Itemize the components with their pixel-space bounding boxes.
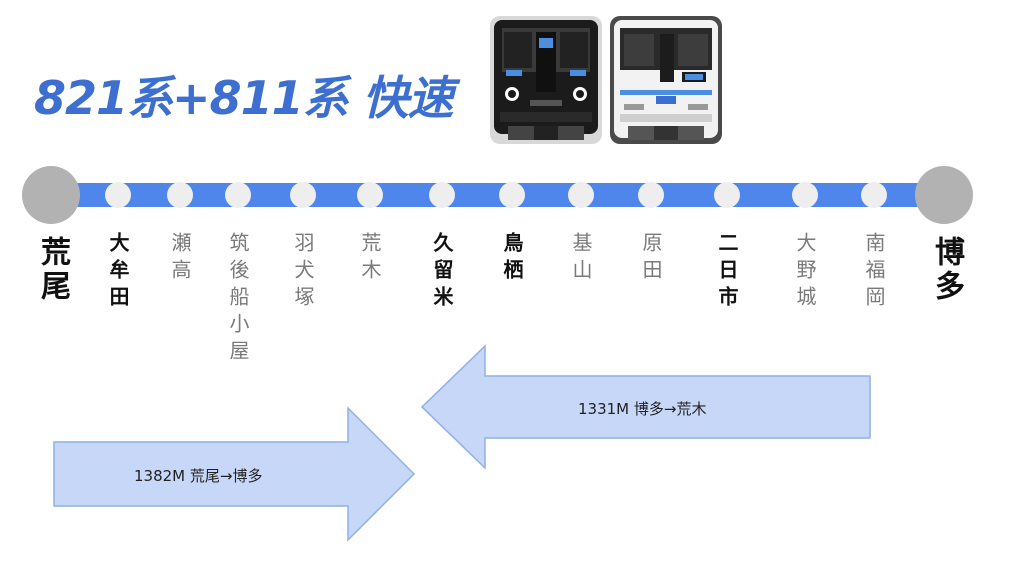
station-dot [357,182,383,208]
station-label: 筑後船小屋 [226,232,250,367]
terminal-label-right: 博多 [929,236,964,304]
service-arrow-right [53,406,416,542]
station-dot [861,182,887,208]
station-label: 久留米 [430,232,454,313]
station-dot [225,182,251,208]
station-label: 羽犬塚 [291,232,315,313]
station-dot [568,182,594,208]
station-dot [167,182,193,208]
terminal-label-left: 荒尾 [35,236,70,304]
train-821-icon [490,16,602,144]
service-arrow-left [420,344,871,470]
station-dot [792,182,818,208]
station-label: 鳥栖 [500,232,524,286]
service-label-1382m: 1382M 荒尾→博多 [134,467,263,485]
station-label: 原田 [639,232,663,286]
station-label: 荒木 [358,232,382,286]
terminal-dot-right [915,166,973,224]
station-label: 二日市 [715,232,739,313]
station-label: 瀬高 [168,232,192,286]
station-label: 南福岡 [862,232,886,313]
service-label-1331m: 1331M 博多→荒木 [578,400,707,418]
station-dot [290,182,316,208]
station-label: 基山 [569,232,593,286]
terminal-dot-left [22,166,80,224]
station-label: 大野城 [793,232,817,313]
train-811-icon [610,16,722,144]
station-dot [429,182,455,208]
train-illustrations [490,16,722,144]
station-dot [638,182,664,208]
station-dot [714,182,740,208]
station-dot [105,182,131,208]
page-title: 821系+811系 快速 [34,71,454,125]
station-dot [499,182,525,208]
station-label: 大牟田 [106,232,130,313]
